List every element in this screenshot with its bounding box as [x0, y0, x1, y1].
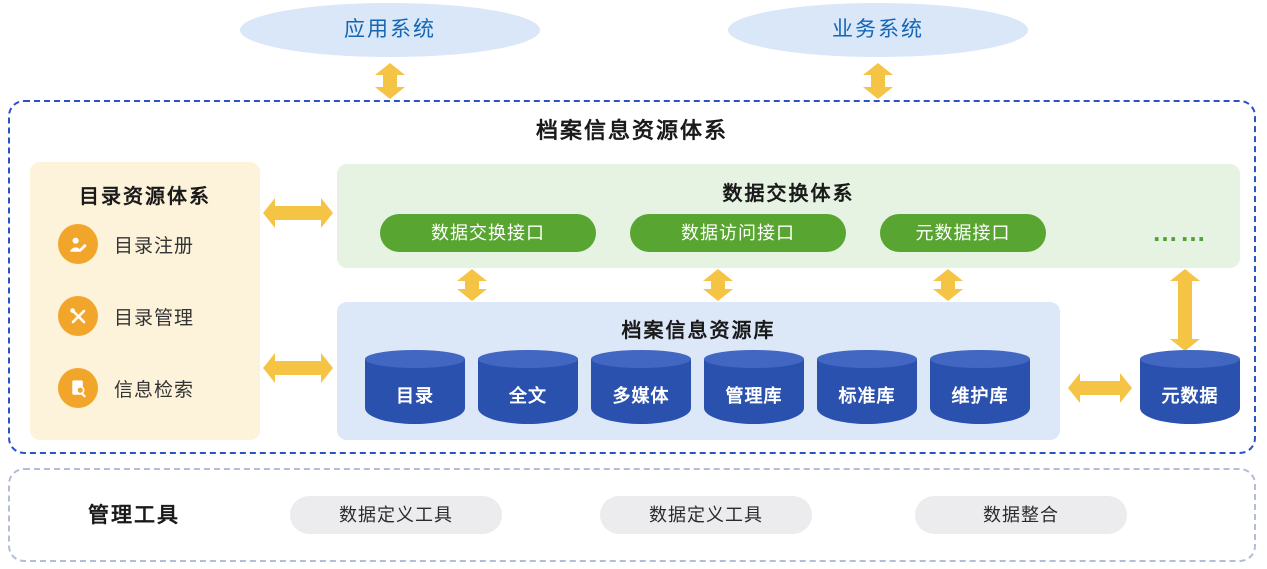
user-register-icon [58, 224, 98, 264]
cylinder-top [704, 350, 804, 368]
tool-pill-definition-1: 数据定义工具 [290, 496, 502, 534]
arrow-exchange-repo-1 [457, 269, 487, 301]
catalog-item-label: 目录管理 [114, 307, 195, 329]
interface-pill-exchange: 数据交换接口 [380, 214, 596, 252]
cylinder-top [365, 350, 465, 368]
tool-pill-integration: 数据整合 [915, 496, 1127, 534]
cylinder-top [930, 350, 1030, 368]
exchange-panel-title: 数据交换体系 [722, 183, 855, 205]
cylinder-top [478, 350, 578, 368]
tools-title: 管理工具 [88, 504, 180, 527]
arrow-business-to-container [863, 63, 893, 99]
db-cylinder-catalog: 目录 [365, 350, 465, 424]
doc-search-icon [58, 368, 98, 408]
db-label: 管理库 [725, 386, 783, 406]
app-system-node: 应用系统 [240, 3, 540, 57]
exchange-ellipsis: …… [1152, 217, 1208, 247]
db-label: 目录 [396, 386, 434, 406]
db-label: 全文 [509, 386, 547, 406]
business-system-node: 业务系统 [728, 3, 1028, 57]
business-system-label: 业务系统 [832, 18, 924, 41]
tools-icon [58, 296, 98, 336]
arrow-app-to-container [375, 63, 405, 99]
metadata-cylinder: 元数据 [1140, 350, 1240, 424]
db-label: 维护库 [951, 386, 1009, 406]
db-cylinder-multimedia: 多媒体 [591, 350, 691, 424]
catalog-panel-title: 目录资源体系 [79, 186, 211, 208]
db-cylinder-management: 管理库 [704, 350, 804, 424]
catalog-item-register: 目录注册 [58, 224, 194, 264]
arrow-exchange-repo-2 [703, 269, 733, 301]
arrow-repository-metadata [1068, 373, 1132, 403]
app-system-label: 应用系统 [344, 18, 436, 41]
cylinder-top [1140, 350, 1240, 368]
catalog-item-label: 目录注册 [114, 235, 195, 257]
db-label: 多媒体 [612, 386, 670, 406]
catalog-item-label: 信息检索 [114, 379, 195, 401]
tool-pill-definition-2: 数据定义工具 [600, 496, 812, 534]
archive-system-title: 档案信息资源体系 [535, 118, 728, 143]
arrow-exchange-metadata [1170, 269, 1200, 351]
db-cylinder-standard: 标准库 [817, 350, 917, 424]
arrow-catalog-exchange [263, 198, 333, 228]
arrow-catalog-repository [263, 353, 333, 383]
db-label: 元数据 [1161, 386, 1219, 406]
db-cylinder-maintenance: 维护库 [930, 350, 1030, 424]
cylinder-top [591, 350, 691, 368]
catalog-item-search: 信息检索 [58, 368, 194, 408]
cylinder-top [817, 350, 917, 368]
repository-panel-title: 档案信息资源库 [621, 320, 776, 342]
db-cylinder-fulltext: 全文 [478, 350, 578, 424]
interface-pill-metadata: 元数据接口 [880, 214, 1046, 252]
catalog-item-manage: 目录管理 [58, 296, 194, 336]
arrow-exchange-repo-3 [933, 269, 963, 301]
interface-pill-access: 数据访问接口 [630, 214, 846, 252]
db-label: 标准库 [838, 386, 896, 406]
